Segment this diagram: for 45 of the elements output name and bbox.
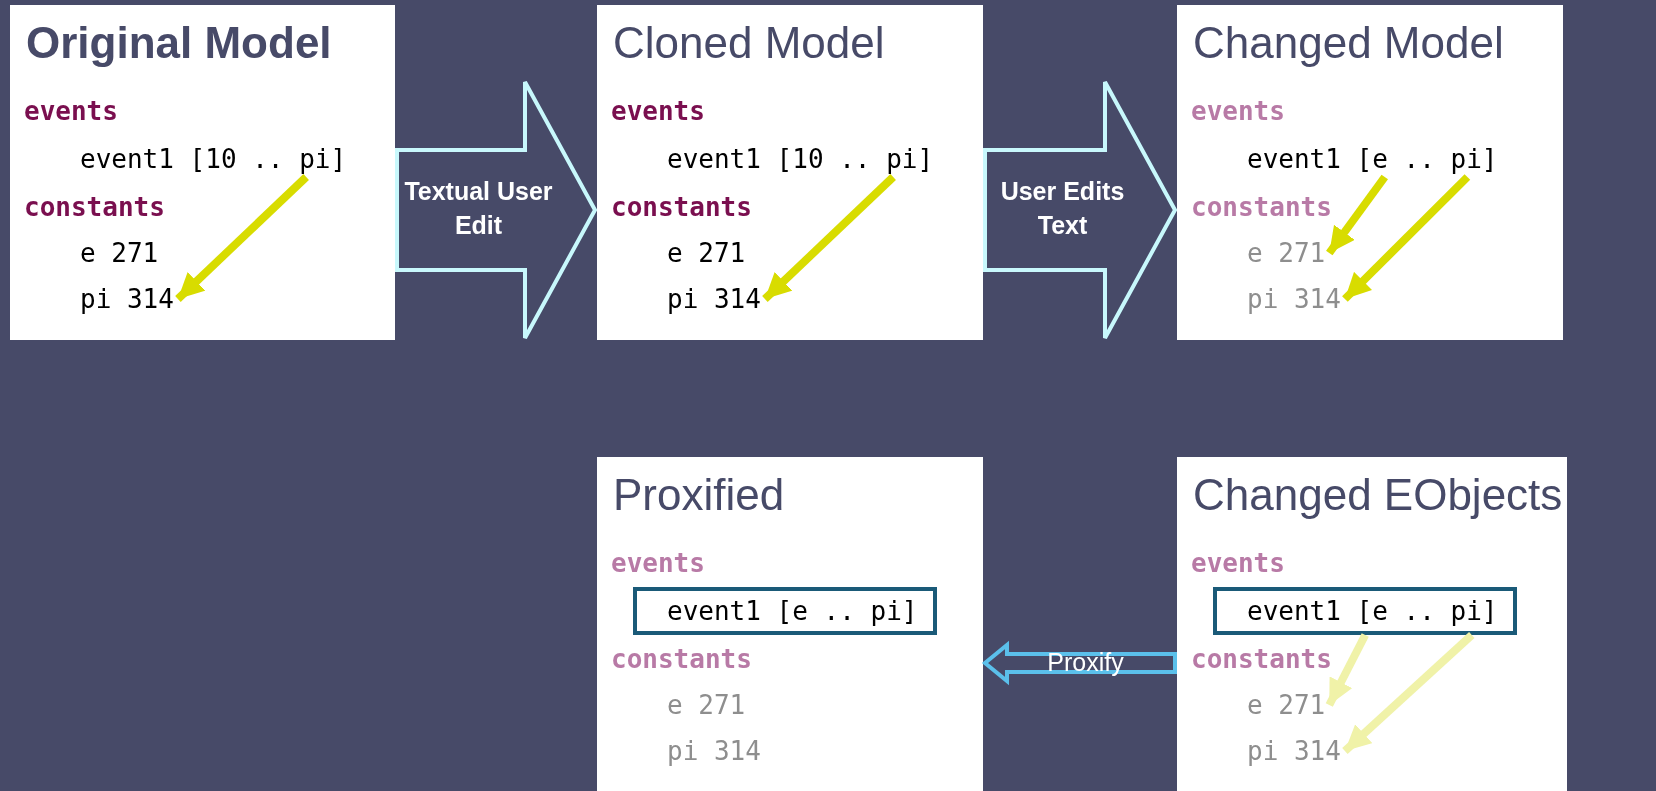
keyword-text: events [1191,545,1285,581]
keyword-text: constants [611,641,752,677]
edge-label: User Edits Text [999,176,1126,241]
keyword-text: events [24,93,118,129]
edge-label: Proxify [1046,647,1125,677]
arrow [175,174,309,302]
code-panel [1177,457,1567,791]
keyword-text: constants [611,189,752,225]
keyword-text: events [611,93,705,129]
arrow [762,174,896,302]
code-panel [1177,5,1563,340]
keyword-text: constants [24,189,165,225]
panel-title: Changed EObjects [1193,469,1563,521]
keyword-text: events [1191,93,1285,129]
code-line: e 271 [667,235,746,271]
code-line: pi 314 [667,281,761,317]
keyword-text: constants [1191,641,1332,677]
block-arrow [981,640,1177,686]
arrow [1325,633,1369,707]
code-line: e 271 [667,687,746,723]
code-line: pi 314 [1247,281,1341,317]
block-arrow [395,80,598,340]
arrow [1342,174,1471,302]
panel-title: Cloned Model [613,17,885,69]
code-line: event1 [10 .. pi] [667,141,934,177]
code-panel [10,5,395,340]
code-line: event1 [10 .. pi] [80,141,347,177]
arrow [1326,174,1388,256]
code-line: e 271 [1247,687,1326,723]
panel-title: Changed Model [1193,17,1504,69]
keyword-text: events [611,545,705,581]
panel-title: Original Model [26,17,332,69]
code-line: pi 314 [667,733,761,769]
code-line: pi 314 [80,281,174,317]
code-panel [597,5,983,340]
panel-title: Proxified [613,469,785,521]
code-panel [597,457,983,791]
code-line: event1 [e .. pi] [1247,141,1498,177]
code-line: e 271 [1247,235,1326,271]
edge-label: Textual User Edit [403,176,554,241]
block-arrow [983,80,1178,340]
code-line: pi 314 [1247,733,1341,769]
code-line: e 271 [80,235,159,271]
arrow [1342,632,1475,754]
keyword-text: constants [1191,189,1332,225]
